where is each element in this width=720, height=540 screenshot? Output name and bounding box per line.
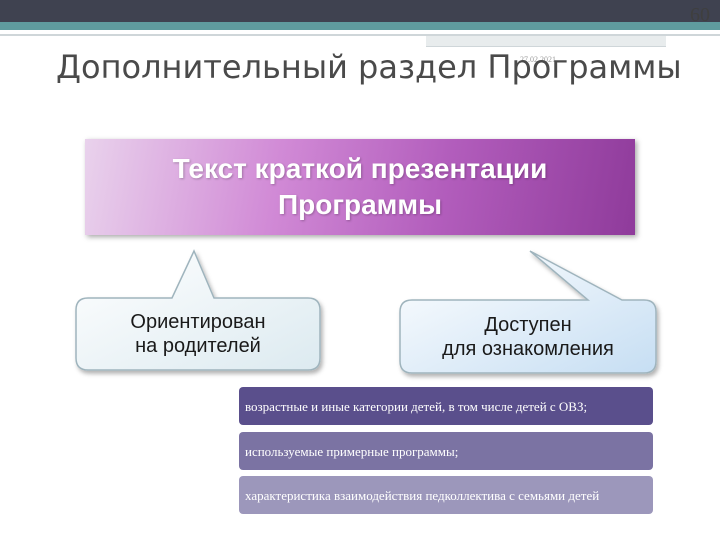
list-item-text: характеристика взаимодействия педколлект… xyxy=(245,487,600,503)
header-teal-band xyxy=(0,22,720,30)
slide-number: 60 xyxy=(690,4,710,26)
list-item: используемые примерные программы; xyxy=(239,432,653,470)
presentation-text-label: Текст краткой презентации Программы xyxy=(172,153,548,220)
callout-left-label: Ориентирован на родителей xyxy=(130,311,266,357)
callout-left-shape xyxy=(75,249,321,371)
list-item-text: используемые примерные программы; xyxy=(245,443,459,459)
list-item-text: возрастные и иные категории детей, в том… xyxy=(245,398,588,414)
list-item: возрастные и иные категории детей, в том… xyxy=(239,387,653,425)
list-item: характеристика взаимодействия педколлект… xyxy=(239,476,653,514)
header-dark-band xyxy=(0,0,720,22)
callout-right-shape xyxy=(399,250,657,374)
slide-date: 27.02.2021 xyxy=(520,55,556,64)
header-divider-line xyxy=(0,34,720,36)
callout-right-label: Доступен для ознакомления xyxy=(442,313,614,360)
presentation-text-box: Текст краткой презентации Программы xyxy=(85,139,635,235)
header-accent-box xyxy=(426,36,666,47)
slide-title: Дополнительный раздел Программы xyxy=(56,48,682,86)
